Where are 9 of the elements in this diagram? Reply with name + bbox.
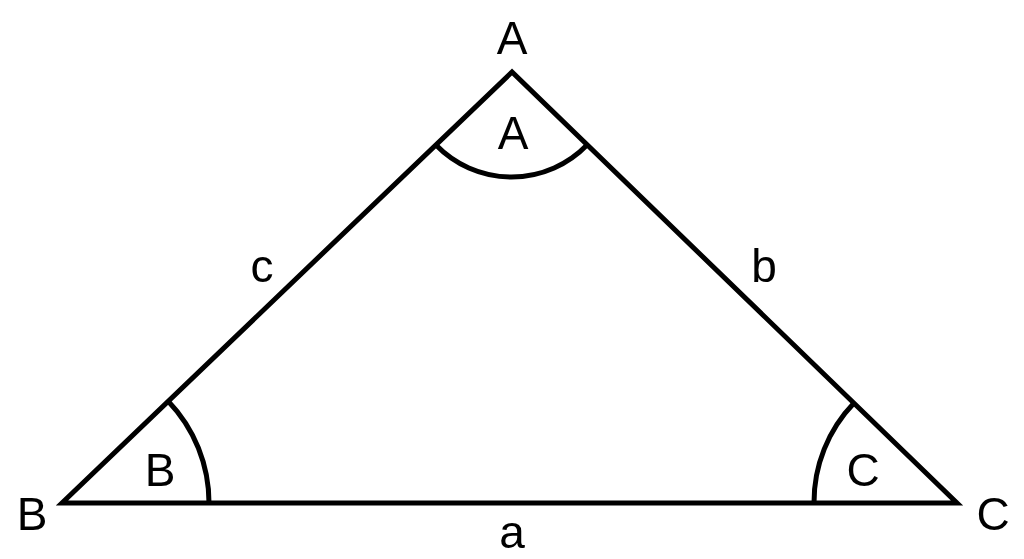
- side-label: c: [250, 243, 274, 289]
- vertex-label: C: [976, 491, 1010, 537]
- angle-label: A: [497, 110, 529, 156]
- side-label: a: [499, 509, 525, 555]
- side-label: b: [751, 243, 777, 289]
- vertex-label: A: [496, 15, 528, 61]
- vertex-label: B: [16, 491, 48, 537]
- angle-label: B: [144, 447, 176, 493]
- angle-label: C: [846, 447, 880, 493]
